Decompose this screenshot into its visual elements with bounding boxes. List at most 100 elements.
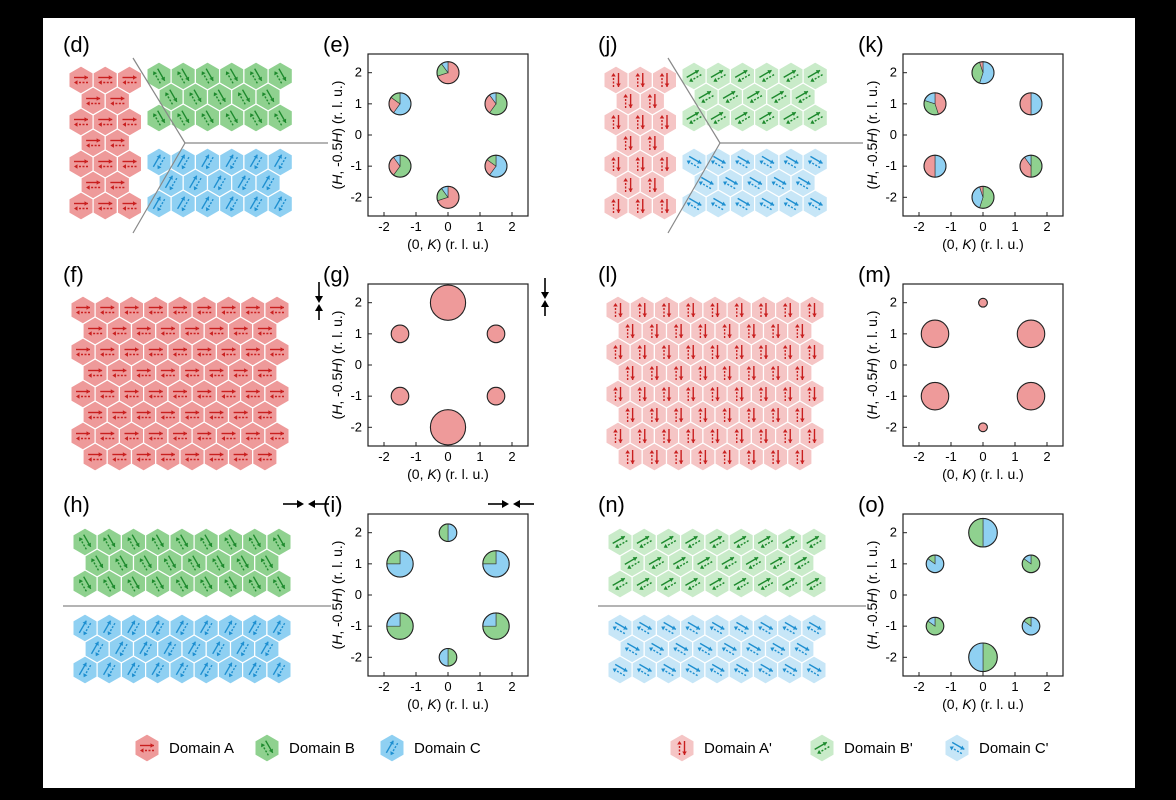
bragg-peak <box>388 92 412 116</box>
spin-arrows <box>224 576 237 592</box>
panel-label: (o) <box>858 492 885 517</box>
lattice-panel-h: (h) <box>63 492 331 685</box>
peak-slice-A <box>1017 382 1045 410</box>
spin-arrows <box>770 408 781 422</box>
peak-outline <box>386 550 414 578</box>
spin-arrows <box>139 555 152 571</box>
spin-arrows <box>175 576 189 592</box>
spin-arrows <box>677 741 687 755</box>
peak-outline <box>968 642 998 673</box>
spin-arrows <box>98 117 113 127</box>
y-tick-label: 0 <box>890 357 897 372</box>
legend-item-B: Domain B <box>254 733 355 763</box>
panel-label: (e) <box>323 32 350 57</box>
x-axis-label: (0, K) (r. l. u.) <box>942 696 1024 712</box>
bragg-peak <box>482 612 510 640</box>
lattice-panel-n: (n) <box>598 492 866 685</box>
peak-slice-B <box>1030 154 1043 178</box>
y-tick-label: -2 <box>350 189 362 204</box>
spin-arrows <box>770 450 781 464</box>
hexagon-cell <box>252 442 278 472</box>
y-tick-label: 2 <box>890 525 897 540</box>
spin-arrows <box>733 535 749 549</box>
spin-arrows <box>172 305 187 315</box>
peak-outline <box>978 297 988 308</box>
spin-arrows <box>807 345 817 359</box>
y-tick-label: -2 <box>350 649 362 664</box>
x-tick-label: -2 <box>913 449 925 464</box>
spin-arrows <box>698 366 708 380</box>
peak-outline <box>971 61 995 85</box>
bragg-peak <box>968 642 998 673</box>
spin-arrows <box>245 431 260 441</box>
lattice-panel-l: (l) <box>598 262 825 472</box>
spin-arrows <box>734 387 745 401</box>
bragg-peak <box>386 612 414 640</box>
legend-item-A-prime: Domain A' <box>669 733 772 763</box>
y-axis-label: (H, -0.5H) (r. l. u.) <box>864 541 880 650</box>
x-tick-label: -2 <box>378 679 390 694</box>
hexagon-cell <box>801 569 827 599</box>
spin-arrows <box>212 555 225 571</box>
y-tick-label: 1 <box>890 326 897 341</box>
panel-label: (i) <box>323 492 343 517</box>
hexagon-cell <box>669 733 695 763</box>
spin-arrows <box>637 387 648 401</box>
legend-label: Domain B <box>289 740 355 757</box>
x-tick-label: 2 <box>1043 679 1050 694</box>
spin-arrows <box>100 305 115 315</box>
spin-arrows <box>98 75 113 85</box>
peak-outline <box>923 154 947 178</box>
bragg-peak <box>978 422 988 433</box>
peak-outline <box>968 517 998 548</box>
domain-wall <box>132 142 186 234</box>
panel-label: (j) <box>598 32 618 57</box>
spin-arrows <box>612 663 628 677</box>
hexagon-cell <box>134 733 160 763</box>
spin-arrows <box>152 110 166 126</box>
peak-slice-B <box>982 642 998 672</box>
spin-arrows <box>201 68 214 84</box>
peak-slice-B <box>968 518 984 548</box>
y-axis-label: (H, -0.5H) (r. l. u.) <box>329 81 345 190</box>
spin-arrows <box>648 556 665 570</box>
spin-arrows <box>807 111 823 125</box>
hexagon-cell <box>787 442 813 472</box>
spin-arrows <box>213 89 226 105</box>
spin-arrows <box>160 368 175 378</box>
spin-arrows <box>757 577 774 591</box>
spin-arrows <box>221 305 236 315</box>
x-axis-label: (0, K) (r. l. u.) <box>407 696 489 712</box>
x-tick-label: -1 <box>945 449 957 464</box>
bragg-peak <box>968 517 998 548</box>
y-tick-label: -2 <box>885 649 897 664</box>
peak-outline <box>1021 554 1041 574</box>
spin-arrows <box>734 303 745 317</box>
spin-arrows <box>647 94 658 108</box>
spin-arrows <box>635 157 646 171</box>
spin-arrows <box>722 324 732 338</box>
spin-arrows <box>746 90 763 104</box>
spin-arrows <box>185 410 200 420</box>
spin-arrows <box>758 303 769 317</box>
spin-arrows <box>197 305 212 315</box>
spin-arrows <box>122 159 137 169</box>
y-tick-label: 1 <box>355 326 362 341</box>
spin-arrows <box>807 155 823 169</box>
peak-slice-A <box>487 387 505 405</box>
spin-arrows <box>189 89 202 105</box>
spin-arrows <box>795 324 805 338</box>
peak-slice-C <box>447 523 458 542</box>
spin-arrows <box>613 429 623 443</box>
lattice-panel-d: (d) <box>63 32 328 234</box>
spin-arrows <box>782 663 798 677</box>
y-axis-label: (H, -0.5H) (r. l. u.) <box>864 81 880 190</box>
spin-arrows <box>175 534 189 550</box>
spin-arrows <box>673 450 684 464</box>
peak-outline <box>920 319 950 349</box>
spin-arrows <box>148 305 163 315</box>
spin-arrows <box>757 663 774 677</box>
spin-arrows <box>710 387 720 401</box>
y-tick-label: 0 <box>355 357 362 372</box>
